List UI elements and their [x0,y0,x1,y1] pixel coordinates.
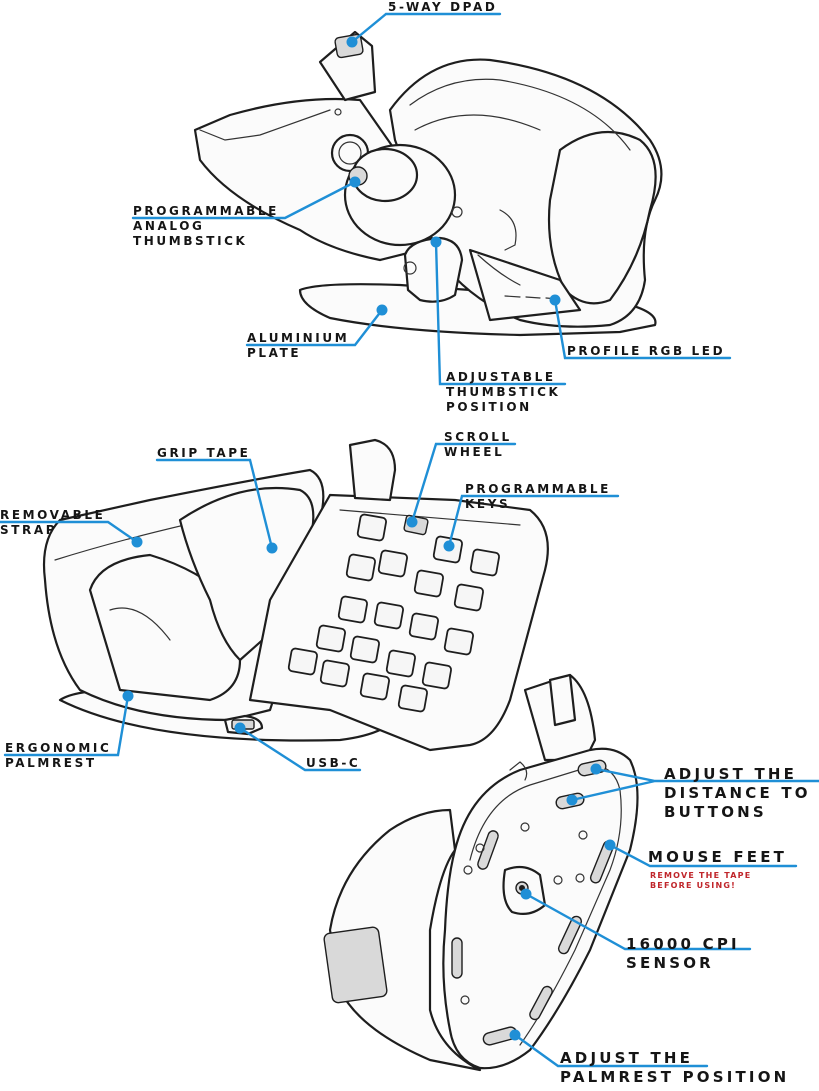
leader-lines [0,12,819,1068]
label-profile-rgb-led: PROFILE RGB LED [567,344,726,358]
label-usb-c: USB-C [306,756,361,770]
palm-pos-leader [513,1033,709,1068]
dpad-leader [350,12,502,44]
feet-leader [608,843,798,868]
plate-leader [245,308,384,347]
label-grip-tape: GRIP TAPE [157,446,251,460]
palmrest-leader [3,694,130,757]
leader-dots [122,36,616,1041]
top-device-illustration [193,30,663,337]
usb-leader [238,726,362,772]
distance-leader [570,767,819,802]
stick-pos-leader [434,240,567,386]
keys-leader [447,494,620,548]
strap-leader [0,520,139,544]
label-5-way-dpad: 5-WAY DPAD [388,0,498,14]
sensor-leader [524,892,752,951]
stick-leader [131,180,357,220]
scroll-leader [410,442,517,524]
keypad-illustration [42,438,549,752]
label-mouse-feet: MOUSE FEET [648,848,788,866]
led-leader [553,298,732,360]
grip-leader [155,458,274,550]
